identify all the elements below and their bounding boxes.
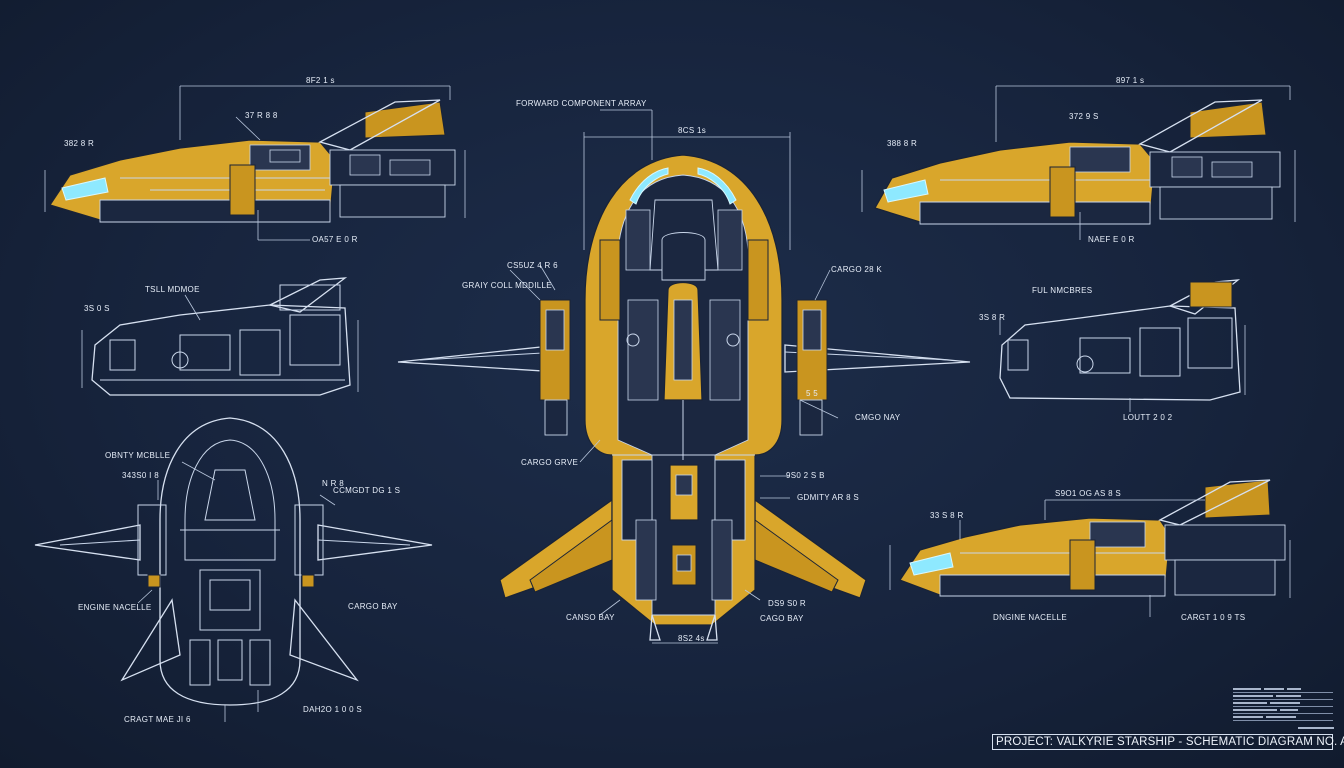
label-bl-dim-right: N R 8 [322, 479, 344, 488]
label-bl-cavity: OBNTY MCBLLE [105, 451, 170, 460]
label-center-cargo-left: CS5UZ 4 R 6 [507, 261, 558, 270]
label-br-dim-bottom: CARGT 1 0 9 TS [1181, 613, 1245, 622]
label-tr-dim-mid: 372 9 S [1069, 112, 1099, 121]
side-view-bottom-right [889, 479, 1291, 617]
label-br-dim-top: S9O1 OG AS 8 S [1055, 489, 1121, 498]
label-tl-dim-top: 8F2 1 s [306, 76, 335, 85]
label-cargo-bay-bl: CANSO BAY [566, 613, 615, 622]
label-tr-dim-left: 388 8 R [887, 139, 917, 148]
label-mr-module: FUL NMCBRES [1032, 286, 1092, 295]
side-view-top-left [44, 85, 466, 241]
label-tr-dim-bottom: NAEF E 0 R [1088, 235, 1135, 244]
label-tl-dim-bottom: OA57 E 0 R [312, 235, 358, 244]
label-br-dim-left: 33 S 8 R [930, 511, 964, 520]
label-top-center-dim: 8CS 1s [678, 126, 706, 135]
label-ml-dim: 3S 0 S [84, 304, 110, 313]
label-gravity-module: GRAIY COLL MDDILLE [462, 281, 552, 290]
title-block-frame [992, 734, 1333, 750]
side-view-middle-left [81, 277, 359, 396]
side-view-middle-right [999, 279, 1246, 412]
label-tl-dim-mid: 37 R 8 8 [245, 111, 278, 120]
front-view-bottom-left [34, 417, 433, 722]
callout-labels: FORWARD COMPONENT ARRAY 8CS 1s 8S2 4s CA… [64, 76, 1245, 724]
label-bl-engine: ENGINE NACELLE [78, 603, 152, 612]
label-br-engine: DNGINE NACELLE [993, 613, 1067, 622]
label-bl-dim-bottom-right: DAH2O 1 0 0 S [303, 705, 362, 714]
label-ml-module: TSLL MDMOE [145, 285, 200, 294]
label-center-cargo-right: CARGO 28 K [831, 265, 882, 274]
label-gravity-right: GDMITY AR 8 S [797, 493, 859, 502]
label-center-dim-r1: 9S0 2 S B [786, 471, 825, 480]
revision-caption [1298, 727, 1334, 729]
label-forward-array: FORWARD COMPONENT ARRAY [516, 99, 647, 108]
center-ship-top-view [397, 109, 971, 644]
label-bl-dim-left: 343S0 I 8 [122, 471, 159, 480]
label-bl-cargo: CCMGDT DG 1 S [333, 486, 400, 495]
label-tl-dim-left: 382 8 R [64, 139, 94, 148]
label-cargo-bay-br: CAGO BAY [760, 614, 804, 623]
revision-table [1233, 686, 1333, 722]
side-view-top-right [861, 85, 1296, 240]
label-bottom-center-dim: 8S2 4s [678, 634, 705, 643]
label-bl-cargo-bay: CARGO BAY [348, 602, 398, 611]
label-tr-dim-top: 897 1 s [1116, 76, 1144, 85]
label-center-55: 5 5 [806, 389, 818, 398]
label-mr-dim-bottom: LOUTT 2 0 2 [1123, 413, 1173, 422]
label-mr-dim-left: 3S 8 R [979, 313, 1005, 322]
label-cargo-bay-right: CMGO NAY [855, 413, 901, 422]
label-bl-dim-bottom-left: CRAGT MAE JI 6 [124, 715, 191, 724]
title-block: PROJECT: VALKYRIE STARSHIP - SCHEMATIC D… [996, 736, 1344, 748]
label-cargo-grave: CARGO GRVE [521, 458, 578, 467]
label-center-dim-br: DS9 S0 R [768, 599, 806, 608]
